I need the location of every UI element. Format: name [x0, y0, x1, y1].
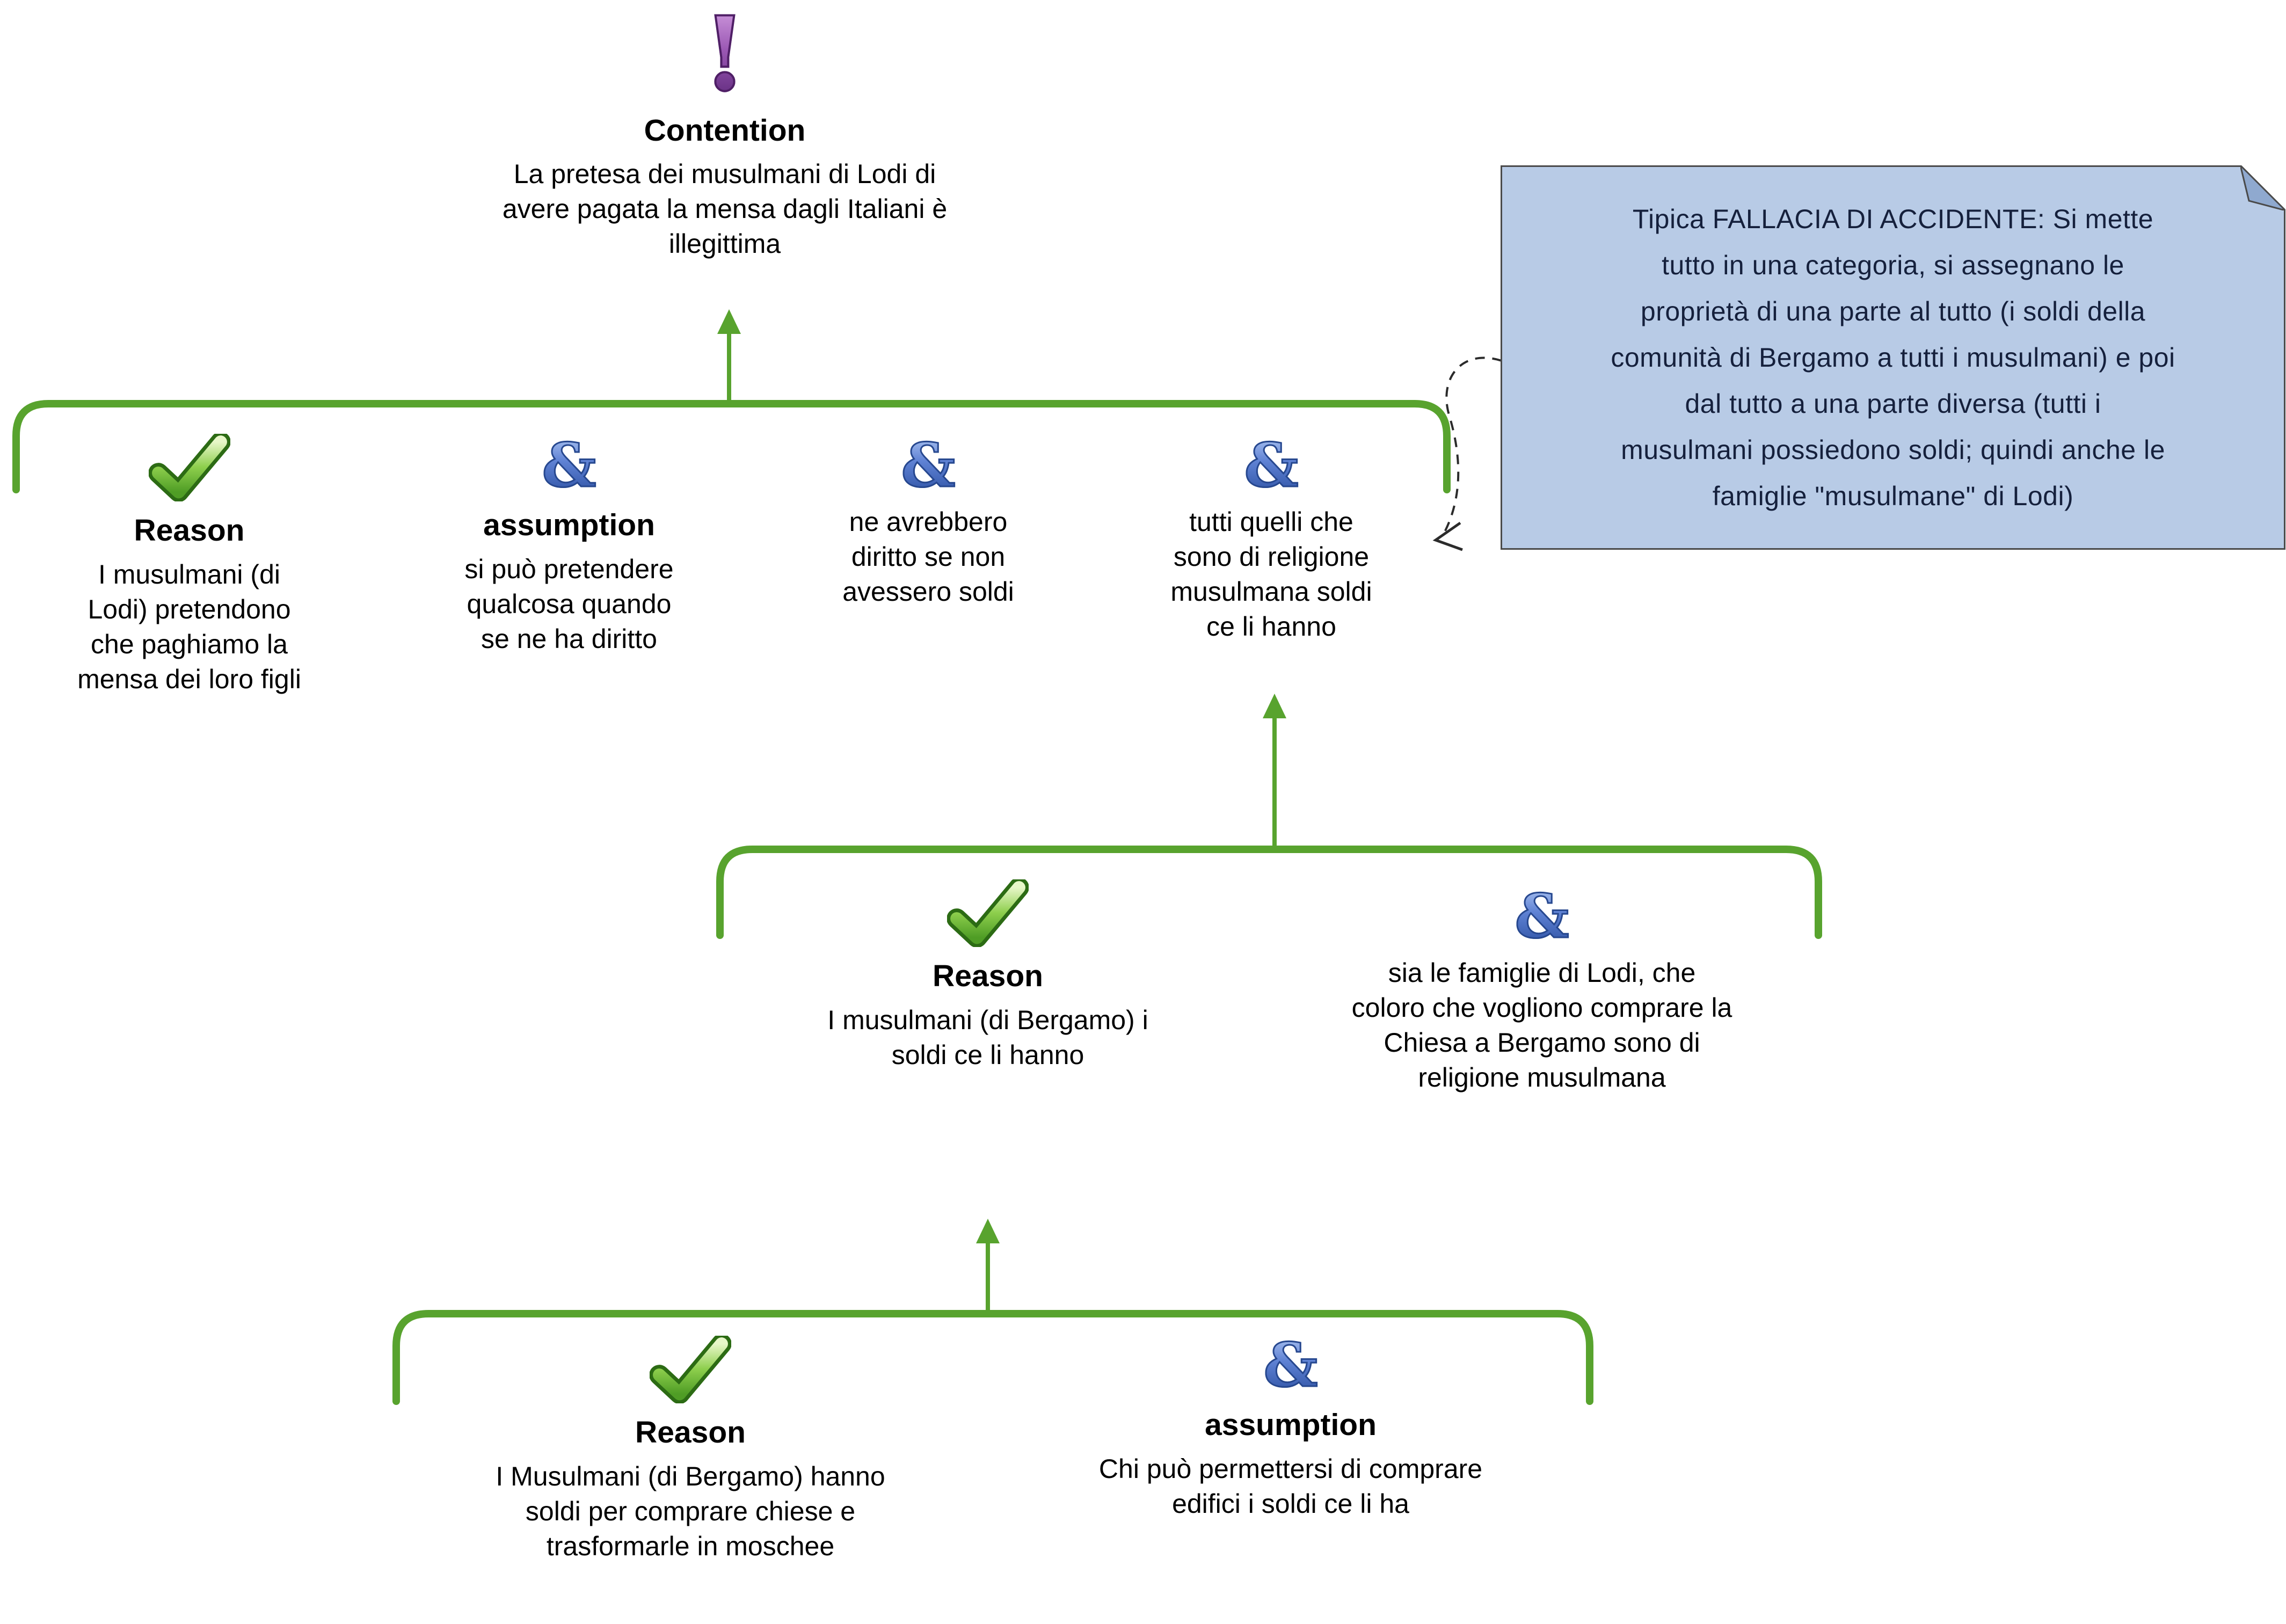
node-title: Reason	[933, 959, 1043, 993]
node-title: Reason	[134, 513, 245, 548]
contention-node[interactable]: ! Contention La pretesa dei musulmani di…	[389, 0, 1060, 261]
ampersand-icon: &	[1514, 882, 1570, 952]
copremise-node-3[interactable]: & sia le famiglie di Lodi, che coloro ch…	[1295, 882, 1789, 1095]
node-title: Reason	[635, 1415, 746, 1450]
note-connector-arrowhead	[1432, 521, 1463, 551]
arrowhead-to-contention	[717, 309, 741, 334]
arrowhead-to-copremise2	[1263, 694, 1286, 718]
node-text: tutti quelli che sono di religione musul…	[1170, 507, 1372, 642]
sticky-note[interactable]: Tipica FALLACIA DI ACCIDENTE: Si mette t…	[1501, 165, 2285, 550]
sticky-note-fold-icon	[2240, 165, 2285, 210]
assumption-node-1[interactable]: & assumption si può pretendere qualcosa …	[408, 431, 730, 657]
check-icon	[650, 1336, 731, 1403]
ampersand-icon: &	[1243, 431, 1299, 501]
copremise-node-2[interactable]: & tutti quelli che sono di religione mus…	[1110, 431, 1432, 644]
ampersand-icon: &	[541, 431, 597, 501]
reason-node-1[interactable]: Reason I musulmani (di Lodi) pretendono …	[21, 434, 357, 697]
node-title: assumption	[483, 508, 655, 542]
check-icon	[148, 434, 230, 501]
note-connector	[1441, 356, 1502, 537]
reason-node-2[interactable]: Reason I musulmani (di Bergamo) i soldi …	[762, 879, 1213, 1073]
ampersand-icon: &	[1263, 1330, 1319, 1401]
node-text: ne avrebbero diritto se non avessero sol…	[842, 507, 1014, 607]
assumption-node-2[interactable]: & assumption Chi può permettersi di comp…	[1022, 1330, 1559, 1521]
node-text: sia le famiglie di Lodi, che coloro che …	[1351, 958, 1732, 1093]
copremise-node-1[interactable]: & ne avrebbero diritto se non avessero s…	[767, 431, 1089, 609]
arrowhead-to-reason2	[976, 1219, 1000, 1243]
node-text: La pretesa dei musulmani di Lodi di aver…	[502, 159, 948, 259]
node-text: si può pretendere qualcosa quando se ne …	[464, 554, 674, 654]
node-text: I Musulmani (di Bergamo) hanno soldi per…	[496, 1461, 885, 1561]
note-text: Tipica FALLACIA DI ACCIDENTE: Si mette t…	[1611, 204, 2175, 511]
exclamation-icon: !	[701, 0, 748, 114]
node-text: Chi può permettersi di comprare edifici …	[1098, 1453, 1483, 1519]
ampersand-icon: &	[900, 431, 956, 501]
node-text: I musulmani (di Lodi) pretendono che pag…	[77, 559, 301, 694]
node-title: Contention	[644, 113, 806, 148]
check-icon	[947, 879, 1029, 947]
reason-node-3[interactable]: Reason I Musulmani (di Bergamo) hanno so…	[417, 1336, 964, 1564]
node-title: assumption	[1205, 1408, 1377, 1442]
node-text: I musulmani (di Bergamo) i soldi ce li h…	[827, 1004, 1148, 1070]
